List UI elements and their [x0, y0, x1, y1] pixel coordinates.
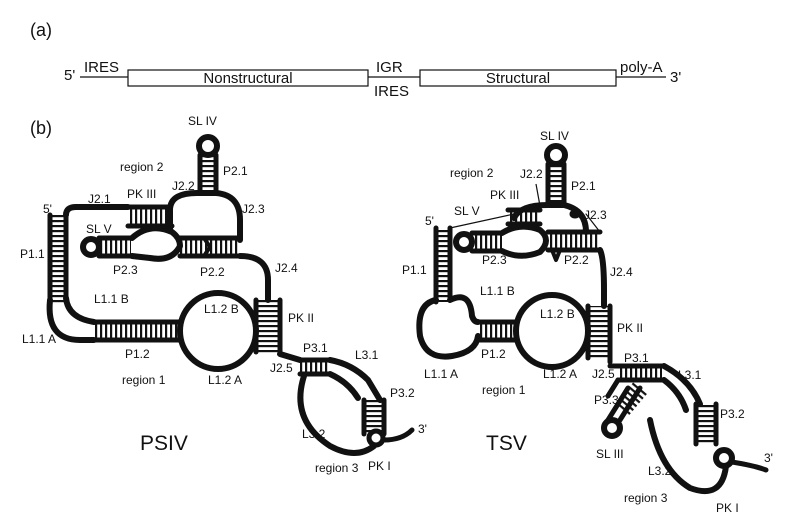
tsv-sl-v-label: SL V — [454, 204, 480, 218]
tsv-region2-label: region 2 — [450, 166, 494, 180]
psiv-region2-label: region 2 — [120, 160, 164, 174]
genome-5prime-label: 5' — [64, 67, 75, 84]
psiv-l1-1a-label: L1.1 A — [22, 332, 56, 346]
psiv-sl-v-label: SL V — [86, 222, 112, 236]
tsv-region3-label: region 3 — [624, 491, 668, 505]
psiv-pk-i-loop — [366, 428, 386, 448]
tsv-pk-i-label: PK I — [716, 501, 739, 515]
panel-a-genome-map: (a) 5' IRES Nonstructural IGR IRES Struc… — [30, 20, 681, 100]
psiv-title: PSIV — [140, 432, 188, 455]
psiv-l1-1a-loop — [46, 297, 97, 343]
tsv-l3-2-label: L3.2 — [648, 464, 672, 478]
tsv-p2-2-label: P2.2 — [564, 253, 589, 267]
psiv-pk-ii-label: PK II — [288, 311, 314, 325]
psiv-sl-v-loop — [80, 236, 102, 258]
psiv-structure — [46, 134, 415, 456]
tsv-l3-2-strand — [647, 417, 729, 495]
tsv-sl-iv-loop — [544, 143, 568, 167]
tsv-sl-v-loop — [453, 231, 475, 253]
psiv-j2-3-label: J2.3 — [242, 202, 265, 216]
tsv-l1-2-loop — [513, 292, 591, 370]
psiv-p2-3-label: P2.3 — [113, 263, 138, 277]
psiv-p3-1-label: P3.1 — [303, 341, 328, 355]
tsv-title: TSV — [486, 432, 527, 455]
psiv-j2-1-label: J2.1 — [88, 192, 111, 206]
psiv-j2-4-label: J2.4 — [275, 261, 298, 275]
psiv-pk-iii-label: PK III — [127, 187, 156, 201]
tsv-l1-2a-label: L1.2 A — [543, 367, 577, 381]
psiv-p2-1-label: P2.1 — [223, 164, 248, 178]
psiv-l3-2-label: L3.2 — [302, 427, 326, 441]
tsv-p2-3-label: P2.3 — [482, 253, 507, 267]
psiv-l1-2a-label: L1.2 A — [208, 373, 242, 387]
tsv-p2-1-label: P2.1 — [571, 179, 596, 193]
psiv-pk-i-label: PK I — [368, 459, 391, 473]
tsv-p1-1-label: P1.1 — [402, 263, 427, 277]
tsv-pk-iii-label: PK III — [490, 188, 519, 202]
psiv-p2-2-label: P2.2 — [200, 265, 225, 279]
tsv-p3-1-label: P3.1 — [624, 351, 649, 365]
panel-b-letter: (b) — [30, 118, 52, 138]
tsv-p1-2-label: P1.2 — [481, 347, 506, 361]
tsv-pk-ii-label: PK II — [617, 321, 643, 335]
psiv-j2-2-label: J2.2 — [172, 179, 195, 193]
tsv-l1-1a-loop — [416, 297, 481, 360]
tsv-l1-1b-label: L1.1 B — [480, 284, 515, 298]
structural-label: Structural — [486, 70, 550, 87]
psiv-j2-5-label: J2.5 — [270, 361, 293, 375]
tsv-j2-4-strand — [597, 247, 607, 309]
psiv-region3-label: region 3 — [315, 461, 359, 475]
tsv-j2-2-pointer — [535, 183, 541, 207]
psiv-p3-2-label: P3.2 — [390, 386, 415, 400]
tsv-sl-iv-label: SL IV — [540, 129, 569, 143]
psiv-region1-label: region 1 — [122, 373, 166, 387]
nonstructural-orf-box — [127, 69, 369, 87]
tsv-p3-2-label: P3.2 — [720, 407, 745, 421]
psiv-p1-1-label: P1.1 — [20, 247, 45, 261]
tsv-j2-4-label: J2.4 — [610, 265, 633, 279]
psiv-p1-2-label: P1.2 — [125, 347, 150, 361]
tsv-pk-i-loop — [713, 447, 735, 469]
psiv-sl-iv-label: SL IV — [188, 114, 217, 128]
tsv-j2-2-label: J2.2 — [520, 167, 543, 181]
tsv-j2-5-label: J2.5 — [592, 367, 615, 381]
psiv-l3-2-strand — [297, 373, 377, 456]
tsv-p3-3-label: P3.3 — [594, 393, 619, 407]
psiv-internal-loop — [129, 225, 183, 262]
tsv-sl-iii-loop — [601, 417, 623, 439]
nonstructural-label: Nonstructural — [203, 70, 292, 87]
tsv-region1-label: region 1 — [482, 383, 526, 397]
igr-label: IGR — [376, 59, 403, 76]
tsv-structure — [416, 143, 769, 495]
psiv-l1-2b-label: L1.2 B — [204, 302, 239, 316]
tsv-j2-3-label: J2.3 — [584, 208, 607, 222]
panel-a-letter: (a) — [30, 20, 52, 40]
psiv-5prime-label: 5' — [43, 202, 52, 216]
psiv-sl-iv-loop — [196, 134, 220, 158]
psiv-region2-dome — [167, 189, 243, 243]
tsv-l1-1a-label: L1.1 A — [424, 367, 458, 381]
tsv-3prime-label: 3' — [764, 451, 773, 465]
tsv-labels: SL IV region 2 J2.2 P2.1 PK III SL V J2.… — [402, 129, 773, 515]
ires-5-label: IRES — [84, 59, 119, 76]
tsv-internal-loop — [499, 223, 549, 259]
poly-a-label: poly-A — [620, 59, 663, 76]
tsv-sl-iii-label: SL III — [596, 447, 624, 461]
structural-orf-box — [419, 69, 617, 87]
psiv-l3-1-label: L3.1 — [355, 348, 379, 362]
igr-ires-label: IRES — [374, 83, 409, 100]
tsv-l1-2b-label: L1.2 B — [540, 307, 575, 321]
psiv-j2-4-strand — [237, 253, 271, 303]
genome-3prime-label: 3' — [670, 69, 681, 86]
psiv-labels: SL IV region 2 P2.1 PK III J2.2 J2.1 J2.… — [20, 114, 427, 475]
tsv-l3-1-label: L3.1 — [678, 368, 702, 382]
tsv-5prime-label: 5' — [425, 214, 434, 228]
psiv-3prime-label: 3' — [418, 422, 427, 436]
psiv-l1-1b-label: L1.1 B — [94, 292, 129, 306]
